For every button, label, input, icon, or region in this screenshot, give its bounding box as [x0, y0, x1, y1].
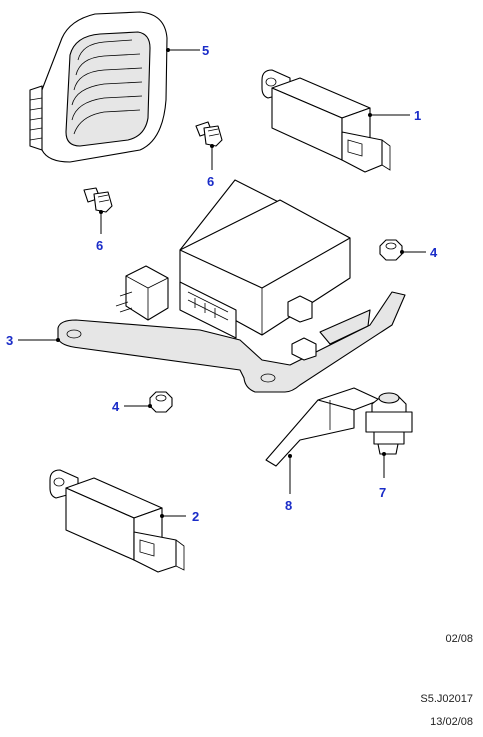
callout-6-upper-label: 6 — [207, 174, 214, 189]
callout-3: 3 — [6, 333, 60, 348]
callout-8: 8 — [285, 454, 292, 513]
callout-1-label: 1 — [414, 108, 421, 123]
callout-3-label: 3 — [6, 333, 13, 348]
callout-4-left: 4 — [112, 399, 152, 414]
callout-6-lower: 6 — [96, 210, 103, 253]
footer-date-full: 13/02/08 — [430, 716, 473, 728]
part-5-housing — [29, 11, 168, 163]
part-4-nut-right — [379, 239, 403, 261]
part-3-bracket-assembly — [57, 179, 406, 393]
callout-8-label: 8 — [285, 498, 292, 513]
part-7-switch — [365, 392, 413, 455]
part-6-bolt-lower — [83, 187, 113, 213]
footer-date-short: 02/08 — [445, 633, 473, 645]
part-1-module — [261, 69, 391, 173]
callout-5-label: 5 — [202, 43, 209, 58]
callout-1: 1 — [368, 108, 421, 123]
part-8-bracket — [265, 387, 381, 467]
callout-4-right: 4 — [400, 245, 438, 260]
callout-7: 7 — [379, 452, 386, 500]
part-2-module — [49, 469, 185, 573]
callout-4-left-label: 4 — [112, 399, 120, 414]
part-6-bolt-upper — [195, 121, 223, 147]
callout-5: 5 — [166, 43, 209, 58]
callout-4-right-label: 4 — [430, 245, 438, 260]
callout-6-lower-label: 6 — [96, 238, 103, 253]
callout-6-upper: 6 — [207, 144, 214, 189]
callout-2: 2 — [160, 509, 199, 524]
footer-reference: S5.J02017 — [420, 693, 473, 705]
callout-7-label: 7 — [379, 485, 386, 500]
callout-2-label: 2 — [192, 509, 199, 524]
part-4-nut-left — [149, 391, 173, 413]
